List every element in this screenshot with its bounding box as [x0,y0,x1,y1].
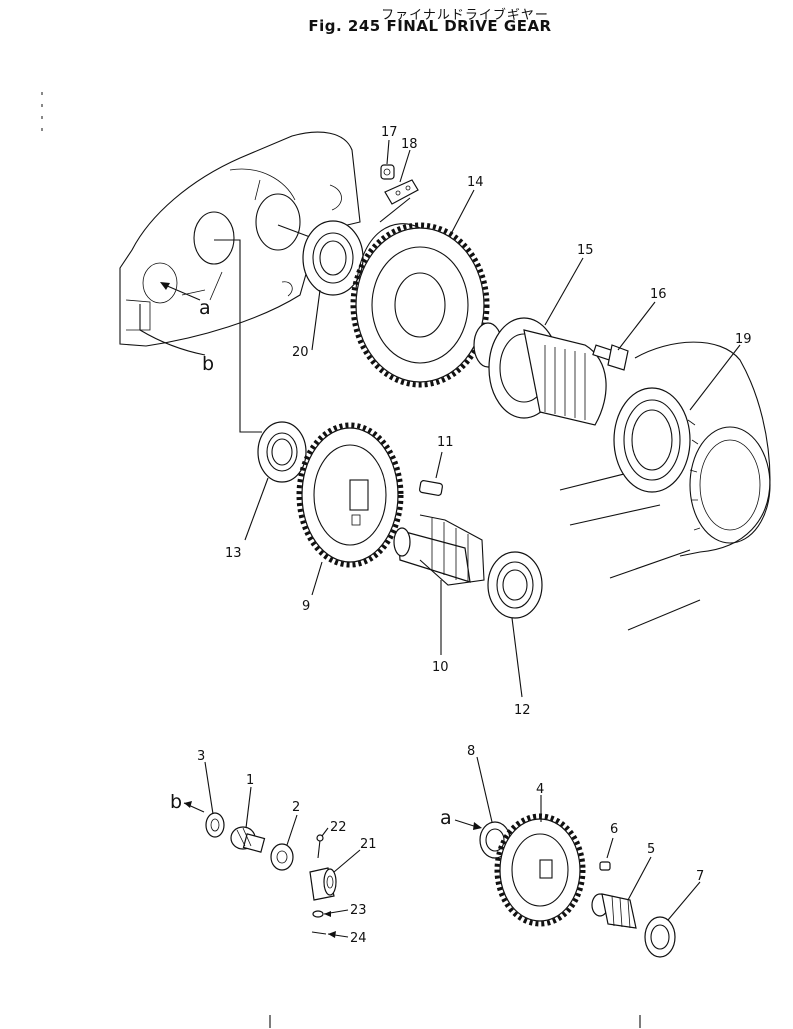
lock-plate-18 [379,179,419,223]
callout-15: 15 [577,243,594,258]
bolt-16 [592,344,629,371]
callout-5: 5 [647,842,655,857]
callout-3: 3 [197,749,205,764]
arrow-head-24 [328,931,336,938]
key-11 [419,480,443,496]
hub-shaft-15 [473,317,607,426]
leader-14 [451,189,475,233]
shaft-1 [230,826,266,853]
gear-case-housing [119,131,361,347]
pinion-5 [591,893,637,929]
callout-14: 14 [467,175,484,190]
leader-1 [245,786,252,829]
callout-4: 4 [536,782,544,797]
bearing-3 [205,812,225,838]
nut-17 [380,164,395,180]
reference-letter-b-detail: b [170,791,182,813]
collar-21 [309,867,337,901]
gear-9 [296,422,404,568]
bearing-19 [613,387,691,493]
figure-title-japanese: ファイナルドライブギヤー [381,8,549,23]
bearing-12 [487,551,543,619]
washer-23 [312,910,324,918]
leader-17 [386,139,390,165]
leader-22 [321,827,329,837]
leader-20 [311,289,321,351]
ring-gear-14 [350,222,490,388]
figure-title: Fig. 245 FINAL DRIVE GEAR [308,17,552,35]
leader-3 [204,761,214,815]
assembly-leader-line [214,239,262,433]
callout-21: 21 [360,837,377,852]
callout-19: 19 [735,332,752,347]
leader-7 [667,881,701,921]
callout-24: 24 [350,931,367,946]
leader-9 [311,561,323,596]
leader-8 [476,756,493,823]
leader-19 [689,344,741,411]
leader-15 [544,257,584,326]
callout-13: 13 [225,546,242,561]
reference-line-b [139,304,206,356]
callout-16: 16 [650,287,667,302]
reference-arrow-a [164,284,201,301]
callout-12: 12 [514,703,531,718]
leader-2 [286,814,298,846]
bearing-7 [644,916,676,958]
pin-22 [316,834,324,859]
arrow-head-a-detail [473,822,482,830]
bearing-2 [270,843,294,871]
callout-11: 11 [437,435,454,450]
leader-5 [627,856,652,901]
reference-letter-a-detail: a [440,807,452,829]
pinion-shaft-10 [393,514,485,586]
callout-2: 2 [292,800,300,815]
callout-17: 17 [381,125,398,140]
callout-9: 9 [302,599,310,614]
arrow-head-a [160,282,170,290]
leader-21 [333,849,361,873]
cotter-pin-24 [311,931,327,935]
callout-8: 8 [467,744,475,759]
callout-23: 23 [350,903,367,918]
leader-11 [435,451,443,479]
leader-18 [399,149,411,183]
leader-6 [606,837,614,859]
reference-letter-b: b [202,353,214,375]
callout-1: 1 [246,773,254,788]
leader-16 [617,301,656,351]
callout-6: 6 [610,822,618,837]
gear-4 [494,813,586,927]
callout-20: 20 [292,345,309,360]
reference-letter-a: a [199,297,211,319]
callout-22: 22 [330,820,347,835]
arrow-head-23 [324,911,331,917]
leader-13 [244,477,269,541]
callout-18: 18 [401,137,418,152]
callout-7: 7 [696,869,704,884]
arrow-head-b [184,801,192,808]
key-6 [599,861,611,871]
bearing-13 [257,421,307,483]
callout-10: 10 [432,660,449,675]
leader-12 [511,617,523,698]
